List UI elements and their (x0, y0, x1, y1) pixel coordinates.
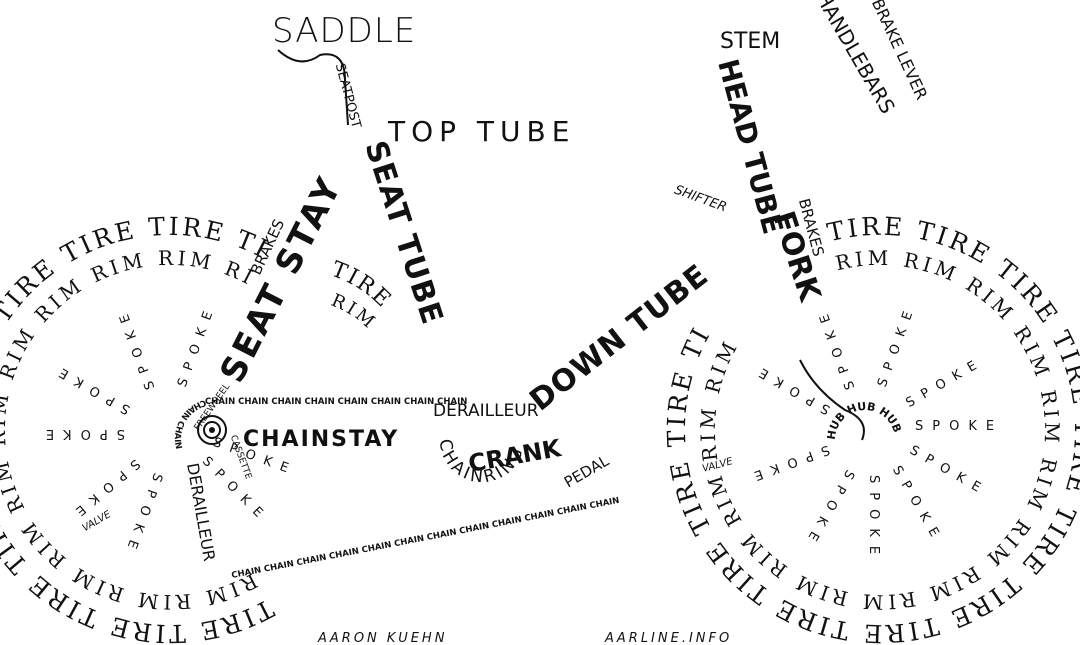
artist-credit: AARON KUEHN (317, 631, 447, 645)
fork-curve (799, 359, 865, 441)
front-derailleur-label: DERAILLEUR (433, 401, 539, 421)
spoke-label: SPOKE (49, 360, 133, 417)
saddle-curve (277, 49, 349, 126)
frame: SADDLE SEATPOST TOP TUBE STEM HANDLEBARS… (212, 0, 931, 441)
spoke-label: SPOKE (175, 301, 219, 389)
spoke-label: SPOKE (37, 426, 125, 441)
chain-bottom-label: CHAIN CHAIN CHAIN CHAIN CHAIN CHAIN CHAI… (231, 496, 621, 581)
rear-rim-text: RIM RIM RIM RIM RIM RIM RIM RIM RIM RIM … (0, 0, 261, 614)
spoke-label: SPOKE (889, 463, 946, 547)
spoke-label: SPOKE (744, 442, 832, 486)
pedal-label: PEDAL (561, 451, 612, 491)
spoke-label: SPOKE (907, 443, 991, 500)
spoke-label: SPOKE (875, 301, 919, 389)
spoke-label: SPOKE (800, 467, 857, 551)
spoke-label: SPOKE (814, 304, 858, 392)
chain-top-label: CHAIN CHAIN CHAIN CHAIN CHAIN CHAIN CHAI… (205, 397, 467, 407)
stem-label: STEM (720, 29, 780, 54)
saddle-label: SADDLE (272, 11, 416, 51)
spoke-label: SPOKE (903, 354, 987, 411)
spoke-label: SPOKE (915, 419, 1003, 434)
chainstay-label: CHAINSTAY (243, 427, 399, 452)
top-tube-label: TOP TUBE (387, 115, 575, 148)
spoke-label: SPOKE (114, 304, 158, 392)
seatpost-label: SEATPOST (332, 62, 364, 130)
spoke-label: SPOKE (121, 471, 165, 559)
spoke-label: SPOKE (866, 475, 881, 563)
shifter-label: SHIFTER (672, 183, 728, 216)
rear-cog-icon (197, 415, 227, 445)
website-credit[interactable]: AARLINE.INFO (604, 631, 732, 645)
